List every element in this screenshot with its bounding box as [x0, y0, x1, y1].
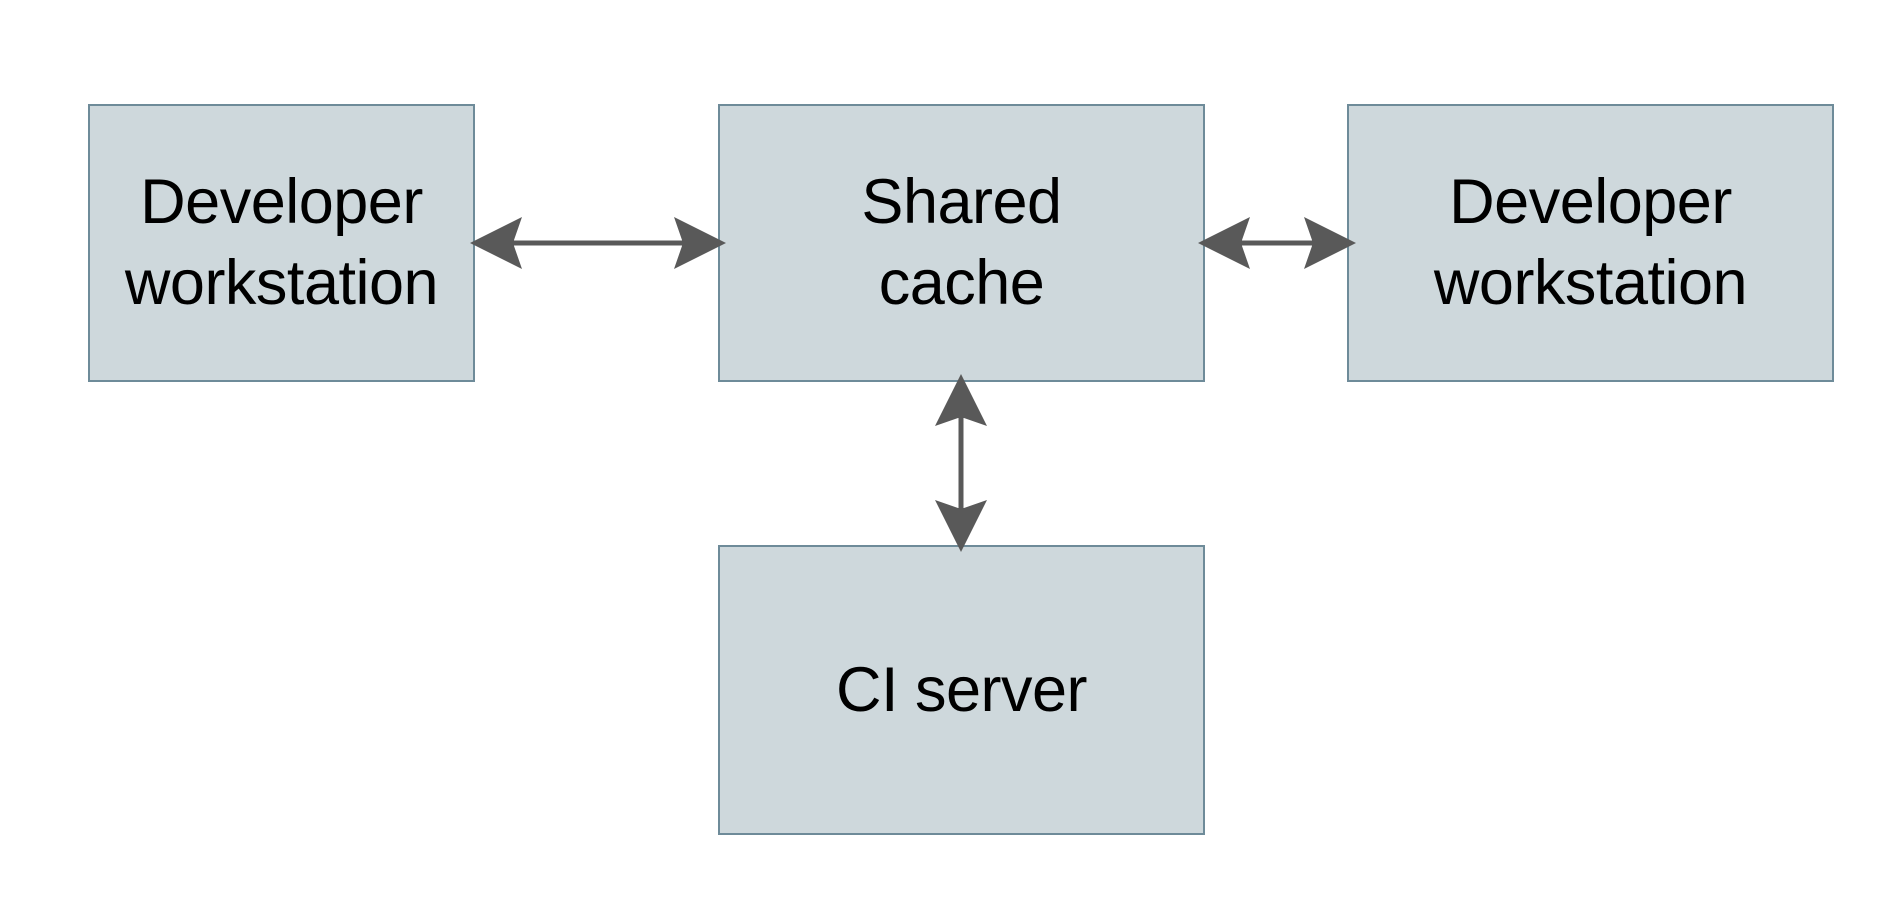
node-label-shared-cache: Shared cache: [861, 167, 1062, 318]
node-ci-server[interactable]: CI server: [718, 545, 1205, 835]
arrowhead-right-icon: [674, 217, 726, 269]
node-developer-workstation-right[interactable]: Developer workstation: [1347, 104, 1834, 382]
arrowhead-right-icon: [1304, 217, 1356, 269]
node-label-developer-workstation-right: Developer workstation: [1433, 167, 1748, 318]
node-label-developer-workstation-left: Developer workstation: [124, 167, 439, 318]
node-label-ci-server: CI server: [835, 654, 1088, 725]
arrowhead-up-icon: [935, 374, 987, 426]
arrowhead-left-icon: [470, 217, 522, 269]
connector-shared-cache-to-dev-right: [1198, 217, 1356, 269]
connector-dev-left-to-shared-cache: [470, 217, 726, 269]
connector-shared-cache-to-ci-server: [935, 374, 987, 552]
node-developer-workstation-left[interactable]: Developer workstation: [88, 104, 475, 382]
arrowhead-down-icon: [935, 500, 987, 552]
arrowhead-left-icon: [1198, 217, 1250, 269]
node-shared-cache[interactable]: Shared cache: [718, 104, 1205, 382]
